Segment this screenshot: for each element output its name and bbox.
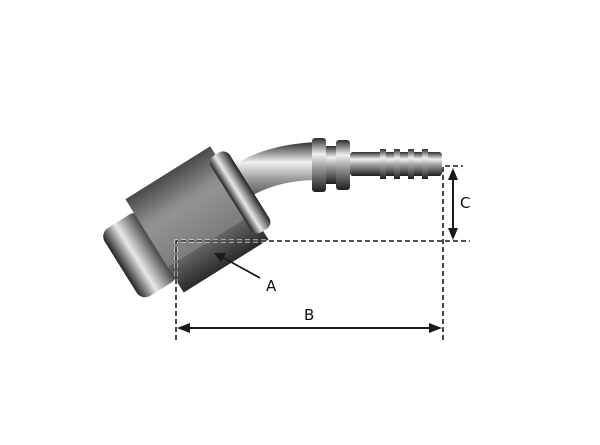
label-c: C (460, 194, 470, 212)
barbed-stem (350, 149, 442, 179)
dimension-b: B (177, 306, 442, 333)
label-b: B (304, 306, 314, 324)
dimension-a: A (214, 253, 277, 295)
label-a: A (266, 277, 277, 295)
swivel-nut (103, 146, 271, 298)
dimension-c: C (448, 168, 470, 240)
dimension-extension-lines (174, 165, 470, 340)
fitting-hex-rings (312, 138, 350, 192)
